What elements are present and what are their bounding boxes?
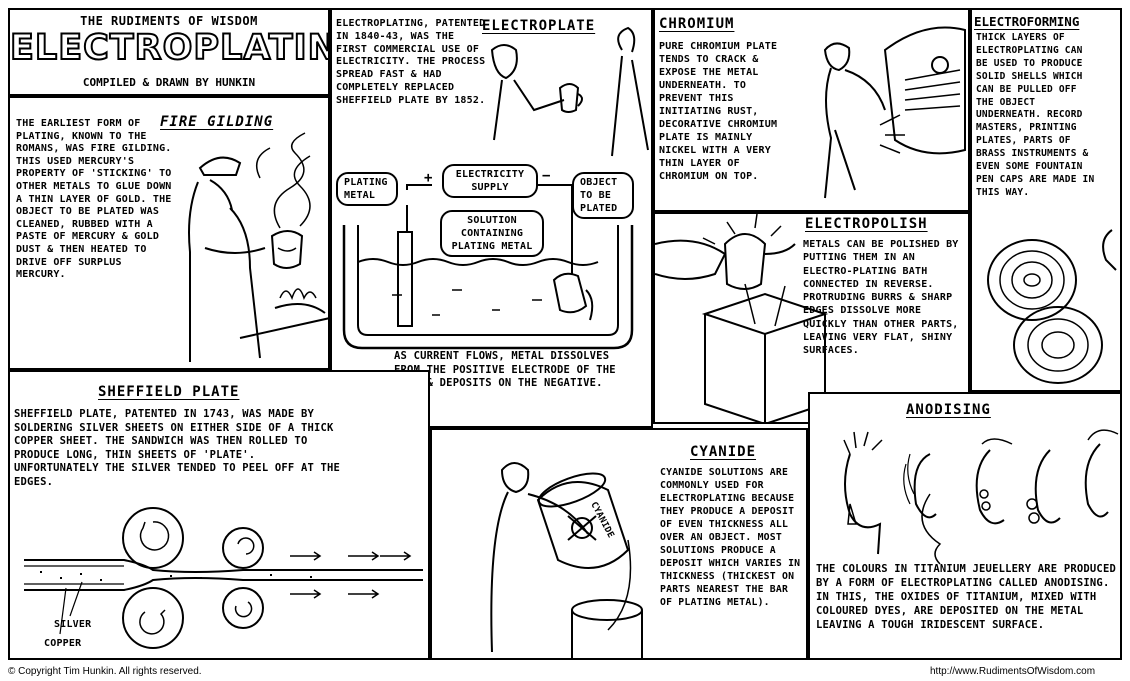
electroplate-caption: AS CURRENT FLOWS, METAL DISSOLVES FROM T… bbox=[394, 350, 616, 389]
page-title: ELECTROPLATING bbox=[10, 27, 328, 69]
anodising-faces bbox=[843, 429, 1119, 565]
electropolish-text: METALS CAN BE POLISHED BY PUTTING THEM I… bbox=[803, 239, 959, 357]
label-object-to-be-plated: OBJECT TO BE PLATED bbox=[572, 172, 634, 219]
label-copper: COPPER bbox=[44, 638, 82, 649]
cyanide-text: CYANIDE SOLUTIONS ARE COMMONLY USED FOR … bbox=[660, 467, 801, 608]
label-plating-metal: PLATING METAL bbox=[336, 172, 398, 206]
sheffield-rollers bbox=[24, 507, 423, 649]
cyanide-illustration bbox=[490, 462, 643, 658]
sheffield-panel: SHEFFIELD PLATE SHEFFIELD PLATE, PATENTE… bbox=[8, 370, 430, 660]
label-electricity-supply: ELECTRICITY SUPPLY bbox=[442, 164, 538, 198]
electroforming-title: ELECTROFORMING bbox=[974, 14, 1080, 29]
electroplate-title: ELECTROPLATE bbox=[482, 18, 596, 34]
label-plus: + bbox=[424, 170, 433, 186]
electroplate-intro: ELECTROPLATING, PATENTED IN 1840-43, WAS… bbox=[336, 18, 486, 106]
anodising-panel: ANODISING THE COLOURS IN TITANIUM JEUELL… bbox=[808, 392, 1122, 660]
label-silver: SILVER bbox=[54, 619, 92, 630]
anodising-title: ANODISING bbox=[906, 402, 991, 418]
fire-gilding-title: FIRE GILDING bbox=[160, 114, 274, 130]
cyanide-panel: CYANIDE CYANIDE SOLUTIONS ARE COMMONLY U… bbox=[430, 428, 808, 660]
sheffield-text: SHEFFIELD PLATE, PATENTED IN 1743, WAS M… bbox=[14, 408, 341, 488]
chromium-panel: CHROMIUM PURE CHROMIUM PLATE TENDS TO CR… bbox=[653, 8, 970, 212]
label-solution: SOLUTION CONTAINING PLATING METAL bbox=[440, 210, 544, 257]
website-link[interactable]: http://www.RudimentsOfWisdom.com bbox=[930, 666, 1096, 677]
anodising-text: THE COLOURS IN TITANIUM JEUELLERY ARE PR… bbox=[816, 563, 1116, 631]
chromium-title: CHROMIUM bbox=[659, 16, 735, 32]
electroplate-panel: ELECTROPLATE ELECTROPLATING, PATENTED IN… bbox=[330, 8, 653, 428]
electroforming-panel: ELECTROFORMING THICK LAYERS OF ELECTROPL… bbox=[970, 8, 1122, 392]
chromium-text: PURE CHROMIUM PLATE TENDS TO CRACK & EXP… bbox=[659, 41, 778, 182]
credit-line: COMPILED & DRAWN BY HUNKIN bbox=[82, 76, 256, 89]
copyright-footer: © Copyright Tim Hunkin. All rights reser… bbox=[8, 666, 202, 677]
series-title: THE RUDIMENTS OF WISDOM bbox=[80, 14, 258, 28]
fire-gilding-text: THE EARLIEST FORM OF PLATING, KNOWN TO T… bbox=[16, 118, 172, 281]
electropolish-illustration bbox=[655, 214, 829, 422]
chromium-illustration bbox=[823, 26, 966, 199]
fire-gilding-panel: FIRE GILDING THE EARLIEST FORM OF PLATIN… bbox=[8, 96, 330, 370]
fire-gilding-illustration bbox=[188, 132, 328, 362]
cyanide-title: CYANIDE bbox=[690, 444, 757, 460]
header-panel: THE RUDIMENTS OF WISDOM ELECTROPLATING C… bbox=[8, 8, 330, 96]
electroplate-figures bbox=[342, 26, 649, 350]
electroforming-text: THICK LAYERS OF ELECTROPLATING CAN BE US… bbox=[976, 32, 1095, 198]
electropolish-title: ELECTROPOLISH bbox=[805, 216, 928, 232]
sheffield-title: SHEFFIELD PLATE bbox=[98, 384, 240, 400]
electroforming-illustration bbox=[987, 229, 1117, 384]
label-minus: − bbox=[542, 168, 551, 184]
